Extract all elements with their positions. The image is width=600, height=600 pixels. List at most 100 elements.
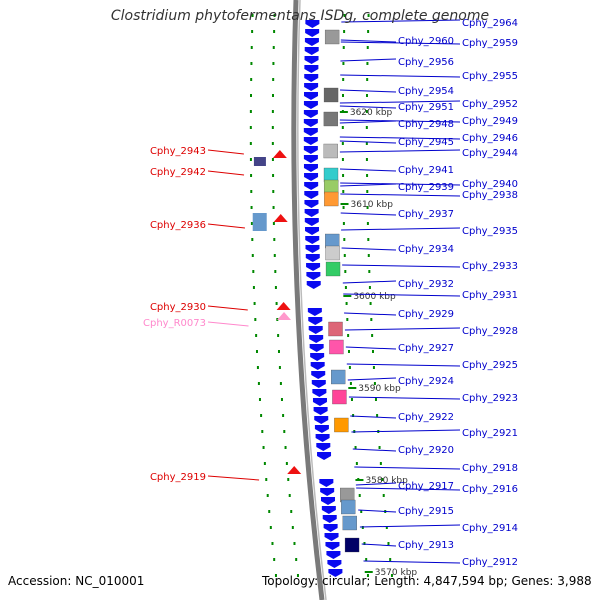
cog-box	[323, 87, 339, 103]
track-tick	[358, 494, 361, 497]
gene-leader-line	[339, 168, 397, 172]
track-tick	[371, 350, 374, 353]
track-tick	[249, 142, 252, 145]
track-tick	[342, 222, 345, 225]
scale-tick-label: 3600 kbp	[353, 292, 396, 302]
forward-gene-arrow	[303, 146, 318, 154]
forward-gene-arrow	[322, 515, 337, 523]
gene-leader-line	[350, 415, 397, 419]
track-tick	[366, 78, 369, 81]
gene-label: Cphy_2925	[462, 360, 518, 371]
forward-gene-arrow	[305, 20, 320, 28]
track-tick	[268, 510, 271, 513]
gene-label: Cphy_2955	[462, 71, 518, 82]
track-tick	[254, 318, 257, 321]
gene-label: Cphy_2929	[398, 309, 454, 320]
track-tick	[367, 14, 370, 17]
track-tick	[343, 254, 346, 257]
cog-box	[331, 369, 346, 385]
forward-gene-arrow	[319, 479, 334, 487]
forward-gene-arrow	[303, 119, 318, 127]
track-tick	[365, 142, 368, 145]
gene-leader-line	[341, 19, 461, 23]
track-tick	[366, 62, 369, 65]
track-tick	[342, 78, 345, 81]
track-tick	[272, 206, 275, 209]
track-tick	[342, 46, 345, 49]
track-tick	[370, 318, 373, 321]
forward-gene-arrow	[317, 452, 332, 460]
scale-tick-mark	[340, 203, 349, 205]
track-tick	[274, 270, 277, 273]
gene-leader-line	[359, 524, 461, 528]
gene-label: Cphy_2930	[150, 302, 206, 313]
gene-label: Cphy_2914	[462, 523, 518, 534]
track-tick	[360, 510, 363, 513]
track-tick	[249, 126, 252, 129]
track-tick	[369, 302, 372, 305]
scale-tick-label: 3570 kbp	[375, 568, 418, 578]
gene-leader-line	[340, 39, 397, 43]
gene-leader-line	[341, 227, 461, 231]
track-tick	[273, 14, 276, 17]
gene-label: Cphy_2928	[462, 326, 518, 337]
track-tick	[343, 14, 346, 17]
track-tick	[274, 286, 277, 289]
track-tick	[272, 190, 275, 193]
track-tick	[250, 46, 253, 49]
track-tick	[367, 30, 370, 33]
gene-label: Cphy_2938	[462, 190, 518, 201]
scale-tick-label: 3610 kbp	[351, 200, 394, 210]
cog-box	[328, 321, 343, 337]
gene-leader-line	[207, 305, 248, 311]
gene-leader-line	[340, 193, 461, 197]
track-tick	[272, 62, 275, 65]
cog-box	[253, 157, 266, 166]
gene-label: Cphy_2933	[462, 261, 518, 272]
track-tick	[251, 30, 254, 33]
forward-gene-arrow	[306, 263, 321, 271]
gene-leader-line	[358, 509, 397, 513]
gene-label: Cphy_2918	[462, 463, 518, 474]
track-tick	[275, 302, 278, 305]
track-tick	[354, 446, 357, 449]
track-tick	[250, 206, 253, 209]
forward-gene-arrow	[313, 407, 328, 415]
forward-gene-arrow	[305, 29, 320, 37]
track-tick	[387, 542, 390, 545]
track-tick	[341, 142, 344, 145]
gene-label: Cphy_2960	[398, 36, 454, 47]
gene-leader-line	[340, 58, 397, 62]
gene-leader-line	[346, 363, 461, 367]
forward-gene-arrow	[314, 416, 329, 424]
cog-box	[325, 261, 341, 277]
gene-label: Cphy_2942	[150, 167, 206, 178]
track-tick	[346, 318, 349, 321]
gene-label: Cphy_2945	[398, 137, 454, 148]
forward-gene-arrow	[324, 533, 339, 541]
track-tick	[385, 526, 388, 529]
track-tick	[287, 478, 290, 481]
scale-tick-label: 3580 kbp	[365, 476, 408, 486]
gene-leader-line	[356, 487, 461, 491]
gene-label: Cphy_2952	[462, 99, 518, 110]
gene-label: Cphy_2939	[398, 182, 454, 193]
forward-gene-arrow	[305, 227, 320, 235]
track-tick	[250, 222, 253, 225]
track-tick	[271, 142, 274, 145]
track-tick	[366, 190, 369, 193]
gene-label: Cphy_2951	[398, 102, 454, 113]
gene-label: Cphy_R0073	[143, 318, 206, 329]
forward-gene-arrow	[304, 83, 319, 91]
track-tick	[290, 510, 293, 513]
track-tick	[389, 558, 392, 561]
track-tick	[378, 446, 381, 449]
track-tick	[262, 446, 265, 449]
track-tick	[274, 574, 277, 577]
track-tick	[261, 430, 264, 433]
forward-gene-arrow	[323, 524, 338, 532]
gene-leader-line	[344, 312, 397, 316]
forward-gene-arrow	[304, 191, 319, 199]
track-tick	[271, 542, 274, 545]
forward-gene-arrow	[327, 560, 342, 568]
